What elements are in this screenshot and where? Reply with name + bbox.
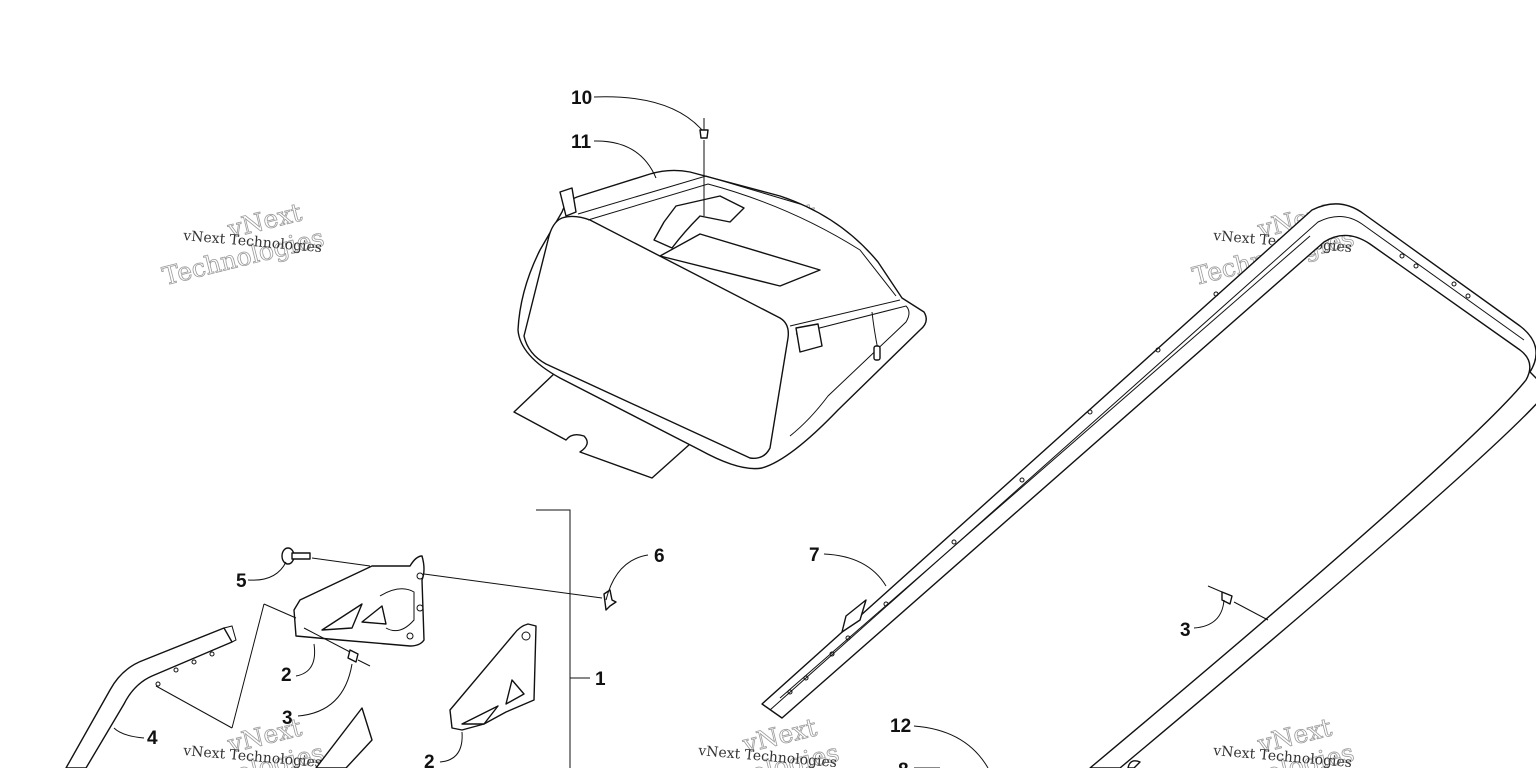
clip-part <box>603 589 617 611</box>
bracket-part-lower <box>449 623 537 731</box>
storage-bag-part <box>513 169 927 479</box>
callout-10: 10 <box>571 88 592 109</box>
bolt-part <box>281 547 371 567</box>
kit-bracket-line <box>536 509 590 768</box>
watermark-bottom-center: vNext Technologies vNext Technologies <box>674 712 842 768</box>
callout-6: 6 <box>654 546 665 567</box>
watermark-top-left: vNext Technologies vNext Technologies <box>159 197 327 291</box>
watermark-bottom-left: vNext Technologies vNext Technologies <box>159 712 327 768</box>
rivet-part-left <box>303 627 371 667</box>
callout-2-upper: 2 <box>281 665 292 686</box>
callout-2-lower: 2 <box>424 752 435 768</box>
callout-labels: 10 11 6 5 7 1 2 3 3 4 2 12 8 <box>147 88 1191 768</box>
callout-11: 11 <box>571 132 592 153</box>
bracket-part-upper <box>293 555 603 647</box>
leader-lines <box>113 96 1225 768</box>
callout-4: 4 <box>147 728 158 749</box>
frame-rail-part <box>761 203 1536 768</box>
callout-1: 1 <box>595 669 606 690</box>
rivet-part-right <box>1207 585 1269 621</box>
rivet-part-top <box>699 118 709 216</box>
handle-tube-part <box>65 603 297 768</box>
watermark-bottom-right: vNext Technologies vNext Technologies <box>1189 712 1357 768</box>
callout-3-left: 3 <box>282 708 293 729</box>
callout-12: 12 <box>890 716 911 737</box>
callout-3-right: 3 <box>1180 620 1191 641</box>
callout-7: 7 <box>809 545 820 566</box>
callout-8: 8 <box>898 760 909 768</box>
strip-part <box>315 707 373 768</box>
callout-5: 5 <box>236 571 247 592</box>
